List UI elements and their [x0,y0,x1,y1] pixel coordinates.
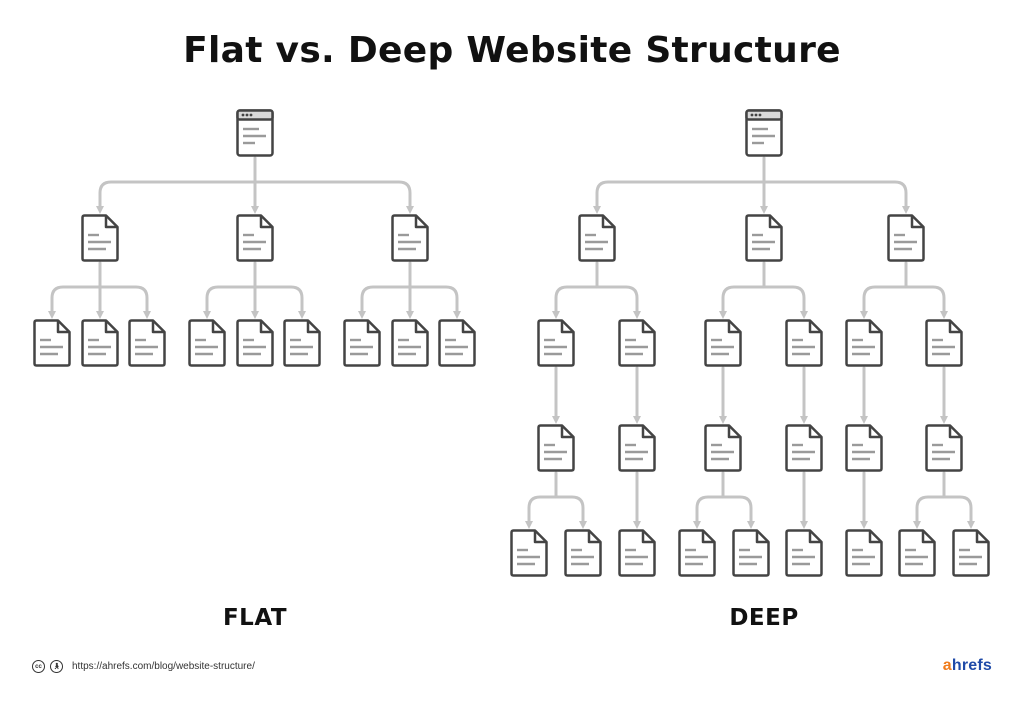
deep-category-page-icon [578,214,616,262]
arrow-connector [525,495,558,529]
flat-subpage-icon [391,319,429,367]
footer: cc 🚶︎ https://ahrefs.com/blog/website-st… [32,660,255,673]
flat-category-page-icon [236,214,274,262]
cc-icon: cc [32,660,45,673]
deep-level3-page-icon [704,424,742,472]
arrow-connector [358,285,412,319]
arrow-connector [554,495,587,529]
arrow-connector [721,495,755,529]
arrow-connector [253,180,414,214]
deep-homepage-icon [745,109,783,157]
deep-level3-page-icon [845,424,883,472]
flat-subpage-icon [438,319,476,367]
deep-level4-page-icon [732,529,770,577]
deep-level4-page-icon [678,529,716,577]
arrow-connector [96,180,257,214]
logo-text: hrefs [951,657,992,674]
deep-level2-page-icon [618,319,656,367]
deep-level3-page-icon [618,424,656,472]
arrow-connector [913,495,946,529]
flat-subpage-icon [236,319,274,367]
deep-level3-page-icon [925,424,963,472]
deep-level2-page-icon [845,319,883,367]
deep-level4-page-icon [952,529,990,577]
arrow-connector [693,495,725,529]
page-title: Flat vs. Deep Website Structure [183,30,841,71]
source-url[interactable]: https://ahrefs.com/blog/website-structur… [72,661,255,672]
arrow-connector [904,285,948,319]
deep-level2-page-icon [704,319,742,367]
deep-label: DEEP [729,605,799,631]
deep-level2-page-icon [925,319,963,367]
flat-homepage-icon [236,109,274,157]
flat-subpage-icon [343,319,381,367]
flat-subpage-icon [283,319,321,367]
arrow-connector [762,180,910,214]
deep-level3-page-icon [537,424,575,472]
arrow-connector [860,285,908,319]
deep-category-page-icon [745,214,783,262]
deep-level2-page-icon [537,319,575,367]
flat-subpage-icon [81,319,119,367]
logo-letter-a: a [942,657,952,674]
arrow-connector [203,285,257,319]
deep-level3-page-icon [785,424,823,472]
deep-level4-page-icon [845,529,883,577]
arrow-connector [98,285,151,319]
arrow-connector [552,285,599,319]
arrow-connector [942,495,975,529]
flat-subpage-icon [128,319,166,367]
by-icon: 🚶︎ [50,660,63,673]
arrow-connector [595,285,641,319]
deep-level2-page-icon [785,319,823,367]
deep-category-page-icon [887,214,925,262]
deep-level4-page-icon [618,529,656,577]
deep-level4-page-icon [898,529,936,577]
connectors [48,156,975,529]
flat-category-page-icon [81,214,119,262]
arrow-connector [48,285,102,319]
flat-category-page-icon [391,214,429,262]
deep-level4-page-icon [785,529,823,577]
arrow-connector [408,285,461,319]
arrow-connector [762,285,808,319]
nodes [33,109,990,577]
arrow-connector [719,285,766,319]
deep-level4-page-icon [564,529,602,577]
flat-subpage-icon [188,319,226,367]
ahrefs-logo[interactable]: ahrefs [943,657,992,675]
flat-subpage-icon [33,319,71,367]
arrow-connector [253,285,306,319]
flat-label: FLAT [222,605,288,631]
arrow-connector [593,180,766,214]
deep-level4-page-icon [510,529,548,577]
